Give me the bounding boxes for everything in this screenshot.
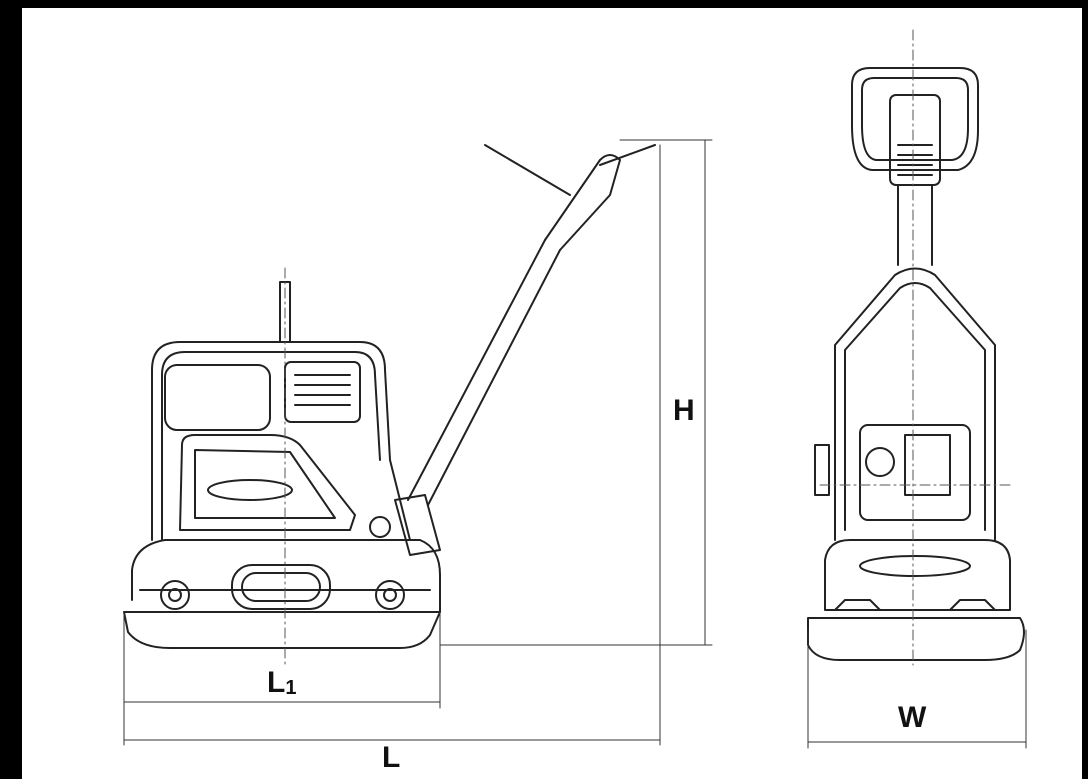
side-mount-right xyxy=(375,580,405,610)
front-roll-frame xyxy=(834,267,996,541)
front-lower-housing xyxy=(824,539,1011,611)
length-label: L xyxy=(382,741,401,774)
front-engine-head xyxy=(904,434,951,496)
side-handle-grip xyxy=(544,154,621,251)
side-engine-tank xyxy=(164,364,271,431)
side-engine-fins xyxy=(294,374,351,406)
front-engine-pulley xyxy=(865,447,895,477)
side-mount-left xyxy=(160,580,190,610)
front-view xyxy=(807,67,1025,661)
side-base-plate xyxy=(123,611,441,649)
front-base-plate xyxy=(807,617,1025,661)
side-engine-head xyxy=(284,361,361,423)
height-label: H xyxy=(673,394,695,427)
side-belt-guard-inner xyxy=(194,449,336,519)
side-center-slot-inner xyxy=(241,572,321,602)
side-brand-plate xyxy=(207,479,293,501)
side-roll-frame xyxy=(151,341,411,541)
front-housing-feet xyxy=(834,599,996,611)
base-length-label: L1 xyxy=(267,666,297,699)
front-handle-loop xyxy=(851,67,979,171)
side-mount-right-inner xyxy=(383,588,397,602)
side-handle-pivot xyxy=(369,516,391,538)
drawing-sheet xyxy=(22,8,1082,779)
front-handle-loop-inner xyxy=(861,77,969,161)
side-lower-housing xyxy=(131,539,441,613)
base-length-main: L xyxy=(267,666,286,699)
side-handle-bar xyxy=(407,239,561,506)
side-mount-left-inner xyxy=(168,588,182,602)
front-engine xyxy=(859,424,971,521)
front-roll-frame-inner xyxy=(844,282,986,531)
dimension-lines xyxy=(123,139,1027,749)
front-brand-plate xyxy=(859,555,971,577)
side-view xyxy=(123,144,656,649)
center-lines xyxy=(284,29,1011,666)
front-side-cover xyxy=(814,444,830,496)
side-handle-bracket xyxy=(394,494,441,556)
side-center-slot xyxy=(231,564,331,610)
width-label: W xyxy=(898,701,927,734)
base-length-subscript: 1 xyxy=(285,677,297,699)
front-handle-shaft xyxy=(897,184,933,266)
front-handle-fins xyxy=(897,144,933,176)
front-handle-head xyxy=(889,94,941,186)
side-handle-lever xyxy=(484,144,656,196)
side-belt-guard xyxy=(179,434,356,531)
side-roll-frame-inner xyxy=(161,351,381,541)
